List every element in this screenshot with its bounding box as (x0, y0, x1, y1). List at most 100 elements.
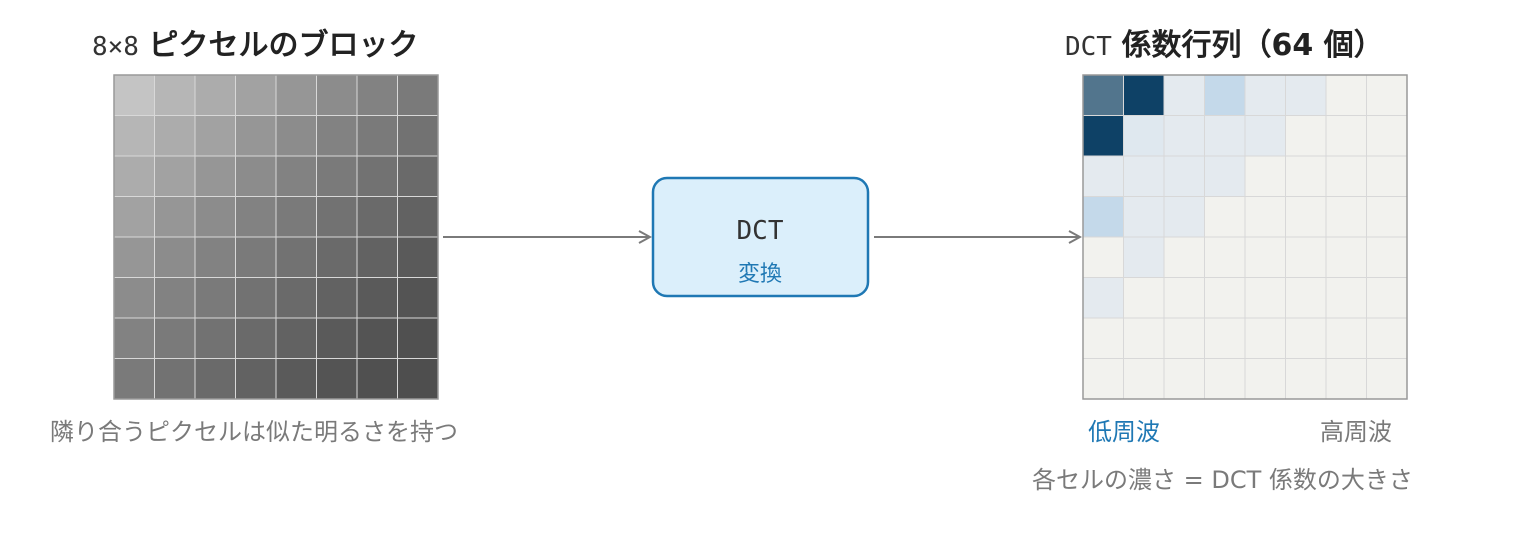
high-frequency-label: 高周波 (1320, 418, 1392, 446)
pixel-grid (113, 74, 439, 400)
pixel-cell-r1-c7 (397, 115, 439, 157)
coefficient-cell-r2-c4 (1244, 155, 1286, 197)
coefficient-cell-r1-c2 (1163, 115, 1205, 157)
pixel-cell-r3-c4 (275, 196, 317, 238)
coefficient-cell-r2-c1 (1123, 155, 1165, 197)
pixel-cell-r2-c7 (397, 155, 439, 197)
coefficient-cell-r4-c4 (1244, 236, 1286, 278)
pixel-cell-r3-c0 (113, 196, 155, 238)
pixel-cell-r6-c1 (154, 317, 196, 359)
coefficient-cell-r0-c7 (1366, 74, 1408, 116)
pixel-cell-r5-c1 (154, 277, 196, 319)
pixel-cell-r2-c0 (113, 155, 155, 197)
pixel-cell-r4-c4 (275, 236, 317, 278)
coefficient-cell-r4-c3 (1204, 236, 1246, 278)
pixel-block-title: 8×8 ピクセルのブロック (92, 20, 419, 64)
low-frequency-label: 低周波 (1088, 418, 1160, 446)
pixel-cell-r0-c7 (397, 74, 439, 116)
coefficient-cell-r3-c0 (1082, 196, 1124, 238)
coefficient-cell-r5-c3 (1204, 277, 1246, 319)
coefficient-cell-r7-c0 (1082, 358, 1124, 400)
pixel-cell-r2-c1 (154, 155, 196, 197)
coefficient-cell-r1-c6 (1325, 115, 1367, 157)
coefficient-cell-r0-c4 (1244, 74, 1286, 116)
coefficient-cell-r0-c5 (1285, 74, 1327, 116)
pixel-block-label: ピクセルのブロック (148, 28, 419, 63)
pixel-cell-r5-c5 (316, 277, 358, 319)
pixel-cell-r7-c7 (397, 358, 439, 400)
dct-transform-box (651, 176, 870, 298)
pixel-cell-r6-c6 (356, 317, 398, 359)
coefficient-cell-r3-c5 (1285, 196, 1327, 238)
coefficient-cell-r5-c7 (1366, 277, 1408, 319)
coefficient-grid-border (1082, 74, 1408, 400)
pixel-grid-border (113, 74, 439, 400)
coefficient-cell-r7-c4 (1244, 358, 1286, 400)
coefficient-cell-r5-c2 (1163, 277, 1205, 319)
coefficient-cell-r0-c2 (1163, 74, 1205, 116)
pixel-cell-r7-c5 (316, 358, 358, 400)
pixel-cell-r2-c5 (316, 155, 358, 197)
coefficient-legend: 各セルの濃さ = DCT 係数の大きさ (1032, 466, 1413, 494)
coefficient-matrix-prefix: DCT (1065, 32, 1112, 62)
coefficient-matrix-label: 係数行列（64 個） (1121, 28, 1384, 63)
coefficient-cell-r6-c0 (1082, 317, 1124, 359)
coefficient-matrix-title: DCT 係数行列（64 個） (1065, 20, 1384, 64)
pixel-cell-r4-c0 (113, 236, 155, 278)
coefficient-cell-r7-c7 (1366, 358, 1408, 400)
pixel-cell-r1-c1 (154, 115, 196, 157)
pixel-cell-r1-c3 (235, 115, 277, 157)
pixel-cell-r0-c0 (113, 74, 155, 116)
coefficient-cell-r0-c1 (1123, 74, 1165, 116)
coefficient-cell-r7-c5 (1285, 358, 1327, 400)
coefficient-cell-r1-c0 (1082, 115, 1124, 157)
coefficient-cell-r5-c4 (1244, 277, 1286, 319)
pixel-cell-r7-c0 (113, 358, 155, 400)
coefficient-cell-r3-c7 (1366, 196, 1408, 238)
pixel-cell-r2-c3 (235, 155, 277, 197)
coefficient-cell-r3-c4 (1244, 196, 1286, 238)
coefficient-cell-r4-c7 (1366, 236, 1408, 278)
coefficient-cell-r0-c0 (1082, 74, 1124, 116)
pixel-block-size: 8×8 (92, 32, 139, 62)
coefficient-cell-r4-c2 (1163, 236, 1205, 278)
coefficient-cell-r6-c5 (1285, 317, 1327, 359)
coefficient-cell-r3-c3 (1204, 196, 1246, 238)
pixel-cell-r6-c4 (275, 317, 317, 359)
pixel-cell-r2-c6 (356, 155, 398, 197)
pixel-cell-r0-c4 (275, 74, 317, 116)
dct-box-subtitle: 変換 (738, 262, 782, 287)
coefficient-cell-r2-c5 (1285, 155, 1327, 197)
pixel-cell-r0-c5 (316, 74, 358, 116)
coefficient-cell-r7-c2 (1163, 358, 1205, 400)
coefficient-grid (1082, 74, 1408, 400)
coefficient-cell-r3-c1 (1123, 196, 1165, 238)
coefficient-cell-r0-c6 (1325, 74, 1367, 116)
pixel-cell-r4-c7 (397, 236, 439, 278)
coefficient-cell-r3-c2 (1163, 196, 1205, 238)
pixel-cell-r7-c3 (235, 358, 277, 400)
pixel-cell-r4-c2 (194, 236, 236, 278)
coefficient-cell-r6-c3 (1204, 317, 1246, 359)
pixel-cell-r5-c3 (235, 277, 277, 319)
pixel-cell-r5-c6 (356, 277, 398, 319)
pixel-cell-r6-c7 (397, 317, 439, 359)
pixel-cell-r7-c6 (356, 358, 398, 400)
coefficient-cell-r5-c6 (1325, 277, 1367, 319)
pixel-cell-r7-c1 (154, 358, 196, 400)
coefficient-cell-r6-c2 (1163, 317, 1205, 359)
pixel-cell-r5-c4 (275, 277, 317, 319)
coefficient-cell-r1-c5 (1285, 115, 1327, 157)
pixel-cell-r3-c6 (356, 196, 398, 238)
coefficient-cell-r2-c7 (1366, 155, 1408, 197)
pixel-cell-r6-c2 (194, 317, 236, 359)
pixel-cell-r0-c2 (194, 74, 236, 116)
pixel-cell-r2-c2 (194, 155, 236, 197)
coefficient-cell-r4-c1 (1123, 236, 1165, 278)
pixel-block-caption: 隣り合うピクセルは似た明るさを持つ (50, 418, 458, 446)
coefficient-cell-r7-c1 (1123, 358, 1165, 400)
coefficient-cell-r5-c1 (1123, 277, 1165, 319)
pixel-cell-r5-c0 (113, 277, 155, 319)
coefficient-cell-r6-c4 (1244, 317, 1286, 359)
